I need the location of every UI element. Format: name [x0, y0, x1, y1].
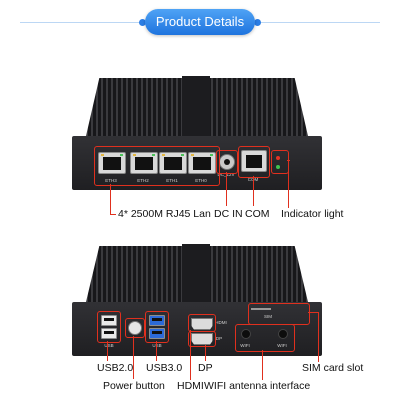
- usb3-callout-label: USB3.0: [146, 362, 183, 374]
- usb2-port-top: [101, 315, 117, 326]
- power-button: [128, 321, 142, 335]
- hdmi-callout-label: HDMI: [177, 380, 204, 392]
- lan-callout-line-v: [110, 184, 112, 214]
- hdmi-callout-box: [188, 314, 216, 332]
- dp-port-label: DP: [215, 336, 223, 341]
- hdmi-callout-line: [190, 330, 192, 380]
- indicator-callout-box: [271, 150, 289, 174]
- hdmi-port: [191, 318, 213, 330]
- sim-slot: [251, 308, 271, 310]
- power-callout-box: [125, 318, 145, 338]
- usb3-callout-line: [156, 341, 158, 361]
- header-title: Product Details: [145, 9, 255, 35]
- dp-port: [191, 333, 213, 345]
- wifi-right-label: WIFI: [277, 343, 287, 348]
- lan-callout-box: [94, 146, 220, 186]
- usb3-callout-box: [145, 311, 169, 343]
- usb2-callout-line: [107, 341, 109, 361]
- com-port: [241, 150, 267, 172]
- sim-callout-label: SIM card slot: [302, 362, 364, 374]
- sim-label: SIM: [263, 314, 272, 319]
- dp-callout-box: [188, 331, 216, 347]
- sim-callout-line-v: [318, 312, 320, 362]
- header-rule-right: [255, 22, 380, 23]
- sim-callout-box: [248, 303, 310, 325]
- header-rule-left: [20, 22, 145, 23]
- usb2-callout-box: [97, 311, 121, 343]
- dc-in-callout-box: [216, 150, 238, 174]
- eth2-label: ETH2: [137, 178, 149, 183]
- dp-callout-line: [205, 345, 207, 361]
- lan-callout-label: 4* 2500M RJ45 Lan: [118, 208, 211, 220]
- wifi-callout-line: [262, 350, 264, 380]
- eth1-port: [159, 152, 187, 174]
- usb3-port-bottom: [149, 328, 165, 339]
- wifi-antenna-left: [241, 329, 251, 339]
- header-dot-right: [254, 19, 261, 26]
- com-callout-box: [238, 146, 270, 178]
- indicator-callout-label: Indicator light: [281, 208, 344, 220]
- indicator-callout-line-h: [287, 160, 290, 162]
- wifi-callout-label: WIFI antenna interface: [204, 380, 311, 392]
- usb2-port-label: USB: [104, 343, 114, 348]
- power-callout-line: [133, 336, 135, 379]
- power-indicator-icon: [276, 156, 280, 160]
- eth2-port: [130, 152, 158, 174]
- com-callout-label: COM: [245, 208, 270, 220]
- power-callout-label: Power button: [103, 380, 165, 392]
- com-callout-line: [253, 176, 255, 206]
- indicator-callout-line-v: [288, 160, 290, 208]
- usb3-port-top: [149, 315, 165, 326]
- usb2-port-bottom: [101, 328, 117, 339]
- sim-callout-line-h: [308, 312, 318, 314]
- wifi-left-label: WIFI: [240, 343, 250, 348]
- disk-indicator-icon: [276, 165, 280, 169]
- wifi-callout-box: [235, 324, 295, 352]
- wifi-antenna-right: [278, 329, 288, 339]
- eth1-label: ETH1: [166, 178, 178, 183]
- dc-in-callout-label: DC IN: [214, 208, 243, 220]
- eth0-label: ETH0: [195, 178, 207, 183]
- eth3-label: ETH3: [105, 178, 117, 183]
- dc-in-callout-line: [226, 172, 228, 206]
- bottom-heatsink-gap: [182, 244, 210, 304]
- eth0-port: [188, 152, 216, 174]
- usb2-callout-label: USB2.0: [97, 362, 134, 374]
- lan-callout-line-h: [110, 214, 116, 216]
- top-heatsink-gap: [182, 76, 210, 138]
- eth3-port: [98, 152, 126, 174]
- dp-callout-label: DP: [198, 362, 213, 374]
- header-dot-left: [139, 19, 146, 26]
- hdmi-port-label: HDMI: [215, 320, 227, 325]
- dc-in-label: DC_12V: [213, 172, 239, 177]
